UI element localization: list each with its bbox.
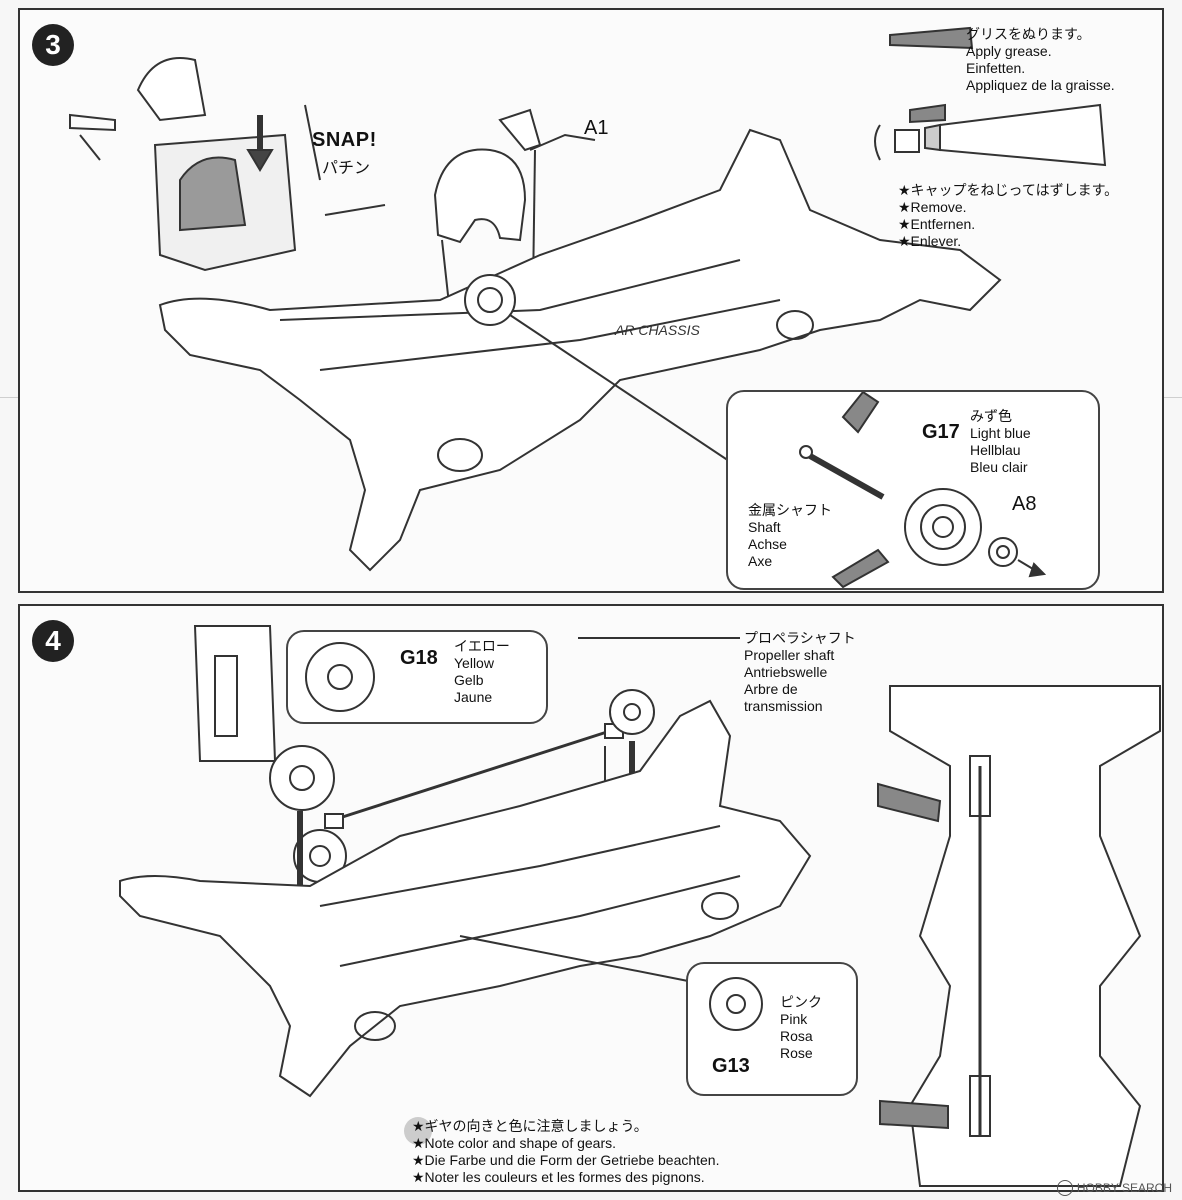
gear-g17	[904, 488, 982, 566]
gear-g18	[269, 745, 335, 811]
g18-callout: G18 イエロー Yellow Gelb Jaune	[286, 630, 548, 724]
grease-icon	[841, 392, 880, 434]
cover-part-inset	[136, 57, 207, 122]
chassis-outline	[158, 128, 1002, 572]
part-a8-label: A8	[1012, 493, 1037, 515]
mounted-gear	[464, 274, 516, 326]
g18-gear-drawing	[305, 642, 375, 712]
gear-rear	[609, 689, 655, 735]
propeller-shaft-label: プロペラシャフト Propeller shaft Antriebswelle A…	[744, 630, 856, 714]
g17-code: G17	[922, 421, 960, 443]
snap-label-ja: パチン	[322, 160, 371, 177]
g18-code: G18	[400, 647, 438, 669]
grease-icon	[877, 782, 942, 823]
propeller-shaft	[329, 729, 611, 823]
snap-label: SNAP!	[312, 129, 377, 151]
step-3-panel: 3 AR CHASSIS	[18, 8, 1164, 593]
g13-gear-drawing	[709, 977, 763, 1031]
g18-color: イエロー Yellow Gelb Jaune	[454, 638, 510, 705]
gear-note: ★ギヤの向きと色に注意しましょう。 ★Note color and shape …	[412, 1118, 720, 1185]
g17-detail-drawing	[799, 392, 1047, 588]
g13-code: G13	[712, 1055, 750, 1077]
remove-cap-instructions: ★キャップをねじってはずします。 ★Remove. ★Entfernen. ★E…	[898, 182, 1119, 249]
part-a1-label: A1	[584, 117, 609, 139]
grease-instructions: グリスをぬります。 Apply grease. Einfetten. Appli…	[966, 26, 1115, 93]
chassis-outline	[119, 699, 812, 1098]
g17-detail-callout: G17 みず色 Light blue Hellblau Bleu clair 金…	[726, 390, 1100, 590]
step-3-drawing: AR CHASSIS	[69, 26, 1107, 572]
grease-icon	[879, 1099, 949, 1130]
watermark-logo-icon	[1056, 1180, 1073, 1196]
g13-callout: G13 ピンク Pink Rosa Rose	[686, 962, 858, 1096]
press-arrow	[246, 149, 274, 172]
shaft-label: 金属シャフト Shaft Achse Axe	[748, 502, 832, 569]
gear-inset	[193, 625, 277, 762]
twist-arrow	[874, 124, 881, 161]
grease-icon	[889, 26, 974, 50]
step-4-drawing	[119, 625, 1161, 1187]
step-number: 3	[32, 24, 74, 66]
chassis-top-view	[889, 685, 1161, 1187]
step-4-panel: 4	[18, 604, 1164, 1192]
g13-color: ピンク Pink Rosa Rose	[780, 994, 822, 1061]
grease-tube	[939, 103, 1107, 167]
bearing-a8	[988, 537, 1018, 567]
step-number: 4	[32, 620, 74, 662]
chassis-logo-text: AR CHASSIS	[614, 322, 700, 338]
grease-icon	[831, 548, 890, 588]
gear-cover-a1	[433, 148, 527, 244]
g17-color: みず色 Light blue Hellblau Bleu clair	[970, 408, 1031, 475]
watermark: HOBBY SEARCH	[1056, 1180, 1172, 1196]
